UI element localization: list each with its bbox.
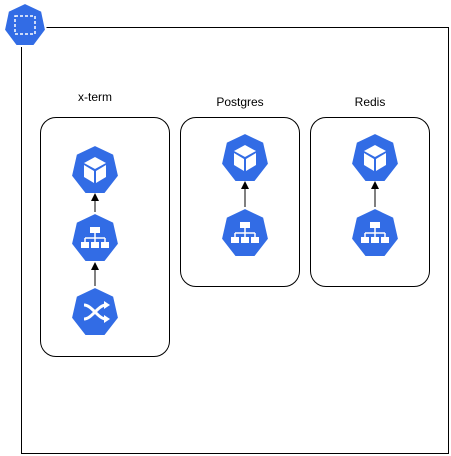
kubernetes-pod-icon xyxy=(69,143,121,195)
namespace-frame xyxy=(21,27,449,454)
kubernetes-namespace-icon xyxy=(2,1,48,47)
group-label-xterm: x-term xyxy=(78,90,112,104)
kubernetes-service-icon xyxy=(349,206,401,258)
kubernetes-pod-icon xyxy=(349,131,401,183)
group-label-redis: Redis xyxy=(354,95,386,109)
kubernetes-pod-icon xyxy=(219,131,271,183)
kubernetes-service-icon xyxy=(69,211,121,263)
group-label-postgres: Postgres xyxy=(216,95,264,109)
kubernetes-service-icon xyxy=(219,206,271,258)
kubernetes-ingress-icon xyxy=(69,285,121,337)
